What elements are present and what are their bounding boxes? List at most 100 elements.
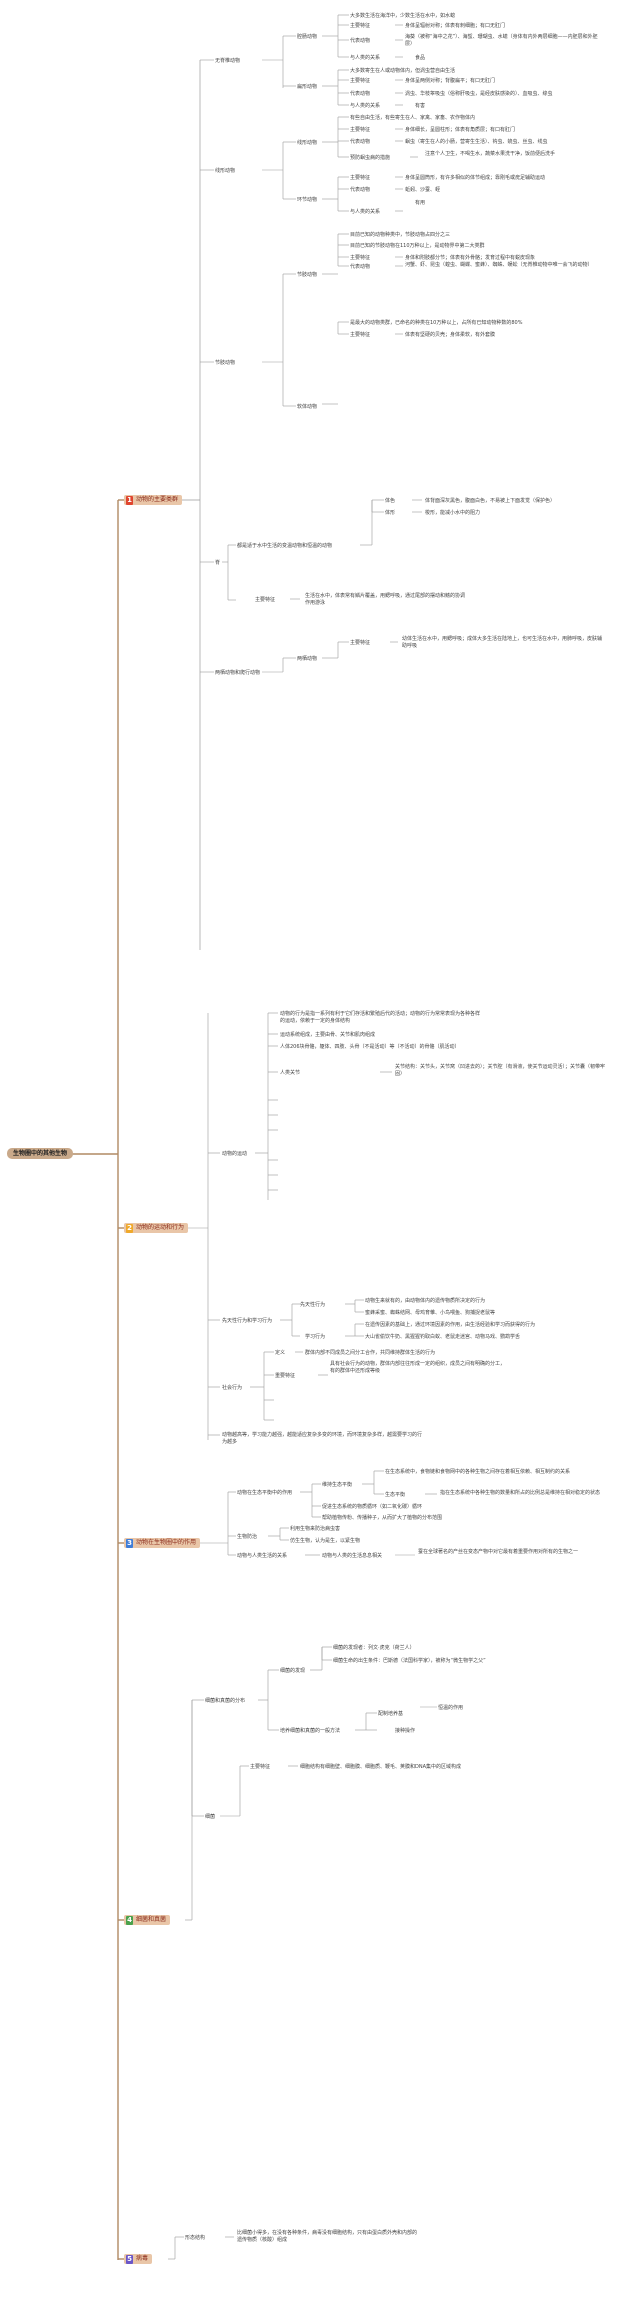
fish-b-text: 梭形，能减小水中的阻力 — [425, 510, 481, 516]
section-3-label: 动物在生物圈中的作用 — [136, 1539, 197, 1546]
rt-line-1: 是最大的动物类群，已命名的种类在10万种以上，占所有已知动物种数的80% — [350, 320, 523, 326]
social-def-text: 群体内部不同成员之间分工合作，共同维持群体生活的行为 — [305, 1350, 436, 1356]
section-4-label: 细菌和真菌 — [136, 1916, 167, 1923]
node-line-annelid: 线形动物 — [215, 168, 236, 174]
jz-reps-label: 代表动物 — [350, 264, 371, 270]
qc-human-text: 食品 — [415, 55, 426, 61]
node-invertebrates: 无脊椎动物 — [215, 58, 241, 64]
bx-features-label: 主要特征 — [350, 78, 371, 84]
bacteria-feat-text: 细胞结构有细胞壁、细胞膜、细胞质、鞭毛、荚膜和DNA集中的区域构成 — [300, 1764, 462, 1770]
xx-prevention-label: 预防蛔虫病的措施 — [350, 155, 391, 161]
balance-b-text: 指在生态系统中各种生物的数量和所占的比例总是维持在相对稳定的状态 — [440, 1490, 601, 1496]
hj-human-text: 有用 — [415, 200, 426, 206]
innate-text-2: 蜜蜂采蜜、蜘蛛结网、母鸡育雏、小鸟喂鱼、狗捕捉老鼠等 — [365, 1310, 496, 1316]
node-virus-structure: 形态结构 — [185, 2235, 206, 2241]
node-learned: 学习行为 — [305, 1334, 326, 1340]
section-2-label: 动物的运动和行为 — [136, 1224, 185, 1231]
amph-features-label: 主要特征 — [350, 640, 371, 646]
node-bacteria: 细菌 — [205, 1814, 216, 1820]
node-behavior: 先天性行为和学习行为 — [222, 1318, 273, 1324]
culture-c: 恒温的作用 — [438, 1705, 464, 1711]
amph-features-text: 幼体生活在水中，用鳃呼吸；成体大多生活在陆地上，也可生活在水中，用肺呼吸，皮肤辅… — [402, 636, 603, 649]
fish-a-text: 体背面深灰黑色，腹面白色，不易被上下面发觉（保护色） — [425, 498, 556, 504]
learned-text-1: 在遗传因素的基础上，通过环境因素的作用，由生活经验和学习而获得的行为 — [365, 1322, 536, 1328]
hj-reps-text: 蚯蚓、沙蚕、蛭 — [405, 187, 441, 193]
jz-features-label: 主要特征 — [350, 255, 371, 261]
fish-b-label: 体形 — [385, 510, 396, 516]
xx-reps-text: 蛔虫（寄生在人的小肠，营寄生生活）、钩虫、蛲虫、丝虫、线虫 — [405, 139, 548, 145]
node-discovery: 细菌的发现 — [280, 1668, 306, 1674]
node-xianxing: 线形动物 — [297, 140, 318, 146]
bx-reps-text: 涡虫、华枝睾吸虫（俗称肝吸虫，是经皮肤感染的）、血吸虫、绦虫 — [405, 91, 553, 97]
node-culture: 培养细菌和真菌的一般方法 — [280, 1728, 341, 1734]
learned-text-2: 大山雀偷饮牛奶、黑猩猩钓取白蚁、老鼠走迷宫、动物马戏、鹦鹉学舌 — [365, 1334, 521, 1340]
node-amphibian: 两栖动物 — [297, 656, 318, 662]
balance-spread: 帮助植物传粉、传播种子，从而扩大了植物的分布范围 — [322, 1515, 443, 1521]
balance-cycle: 促进生态系统的物质循环（如二氧化碳）循环 — [322, 1504, 423, 1510]
node-amph-group: 两栖动物和爬行动物 — [215, 670, 261, 676]
balance-b-label: 生态平衡 — [385, 1492, 406, 1498]
balance-a-label: 维持生态平衡 — [322, 1482, 353, 1488]
section-5-number: 5 — [126, 2254, 133, 2264]
section-1-number: 1 — [126, 495, 133, 505]
qc-feature-text-1: 大多数生活在海洋中，少数生活在水中，如水螅 — [350, 13, 456, 19]
section-5-label: 病毒 — [136, 2255, 149, 2262]
node-movement: 动物的运动 — [222, 1151, 248, 1157]
section-4-number: 4 — [126, 1915, 133, 1925]
xx-features-label: 主要特征 — [350, 127, 371, 133]
node-balance-role: 动物在生态平衡中的作用 — [237, 1490, 293, 1496]
root-node[interactable]: 生物圈中的其他生物 — [7, 1148, 74, 1159]
jz-reps-text: 河蟹、虾、昆虫（蝗虫、蝴蝶、蜜蜂）、蜘蛛、蜈蚣（无脊椎动物中唯一会飞的动物） — [405, 262, 593, 268]
node-arthropod-mollusk: 节肢动物 — [215, 360, 236, 366]
jz-line-2: 目前已知的节肢动物在110万种以上，是动物界中第二大类群 — [350, 243, 485, 249]
section-1-label: 动物的主要类群 — [136, 496, 179, 503]
bionic-a: 利用生物来防治病虫害 — [290, 1526, 341, 1532]
node-qiangchang: 腔肠动物 — [297, 34, 318, 40]
rt-features-label: 主要特征 — [350, 332, 371, 338]
human-a: 动物与人类的生活息息相关 — [322, 1553, 383, 1559]
culture-a: 配制培养基 — [378, 1711, 404, 1717]
xx-line-1: 有些自由生活，有些寄生在人、家禽、家畜、农作物体内 — [350, 115, 476, 121]
xx-reps-label: 代表动物 — [350, 139, 371, 145]
balance-a-text: 在生态系统中，食物链和食物网中的各种生物之间存在着相互依赖、相互制约的关系 — [385, 1469, 571, 1475]
move-joint-text: 关节结构：关节头，关节窝（凹进去的）；关节腔（有滑液，使关节运动灵活）；关节囊（… — [395, 1064, 606, 1077]
fish-features-text: 生活在水中，体表常有鳞片覆盖，用鳃呼吸，通过尾部的摆动和鳍的协调作用游泳 — [305, 593, 466, 606]
behavior-summary: 动物越高等，学习能力越强，越能适应复杂多变的环境，而环境复杂多样，越需要学习的行… — [222, 1432, 423, 1445]
hj-human-label: 与人类的关系 — [350, 209, 381, 215]
fish-line-1: 都是适于水中生活的变温动物和恒温的动物 — [237, 543, 333, 549]
culture-b: 接种操作 — [395, 1728, 416, 1734]
qc-reps-label: 代表动物 — [350, 38, 371, 44]
node-vertebrates: 脊 — [215, 560, 221, 566]
virus-structure-text: 比细菌小得多，在没有各种条件，病毒没有细胞结构，只有由蛋白质外壳和内部的遗传物质… — [237, 2230, 418, 2243]
node-biangxing: 扁形动物 — [297, 84, 318, 90]
social-def-label: 定义 — [275, 1350, 286, 1356]
bx-human-text: 有害 — [415, 103, 426, 109]
node-innate: 先天性行为 — [300, 1302, 326, 1308]
hj-features-text: 身体呈圆筒形，有许多相似的体节组成；靠刚毛或疣足辅助运动 — [405, 175, 546, 181]
node-ruanti: 软体动物 — [297, 404, 318, 410]
qc-features-label: 主要特征 — [350, 23, 371, 29]
section-3-number: 3 — [126, 1538, 133, 1548]
node-human-relation: 动物与人类生活的关系 — [237, 1553, 288, 1559]
jz-line-1: 目前已知的动物种类中，节肢动物占四分之三 — [350, 232, 451, 238]
fish-features-label: 主要特征 — [255, 597, 276, 603]
fish-a-label: 体色 — [385, 498, 396, 504]
bx-feature-text-1: 大多数寄生在人或动物体内，但涡虫营自由生活 — [350, 68, 456, 74]
qc-feature-text-2: 身体呈辐射对称；体表有刺细胞；有口无肛门 — [405, 23, 506, 29]
social-feat-label: 重要特征 — [275, 1373, 296, 1379]
qc-reps-text: 海葵（被称“海中之花”）、海蜇、珊瑚虫、水螅（身体有内外两层细胞——内胚层和外胚… — [405, 34, 598, 47]
move-joint-label: 人类关节 — [280, 1070, 301, 1076]
root-label: 生物圈中的其他生物 — [13, 1150, 68, 1157]
discovery-a: 细菌的发现者：列文·虎克（荷兰人） — [333, 1645, 415, 1651]
node-distribution: 细菌和真菌的分布 — [205, 1698, 246, 1704]
node-bionic: 生物防治 — [237, 1534, 258, 1540]
bionic-b: 仿生生物，认为是生，以紧生物 — [290, 1538, 361, 1544]
social-feat-text: 具有社会行为的动物，群体内部往往形成一定的组织，成员之间有明确的分工，有的群体中… — [330, 1361, 506, 1374]
